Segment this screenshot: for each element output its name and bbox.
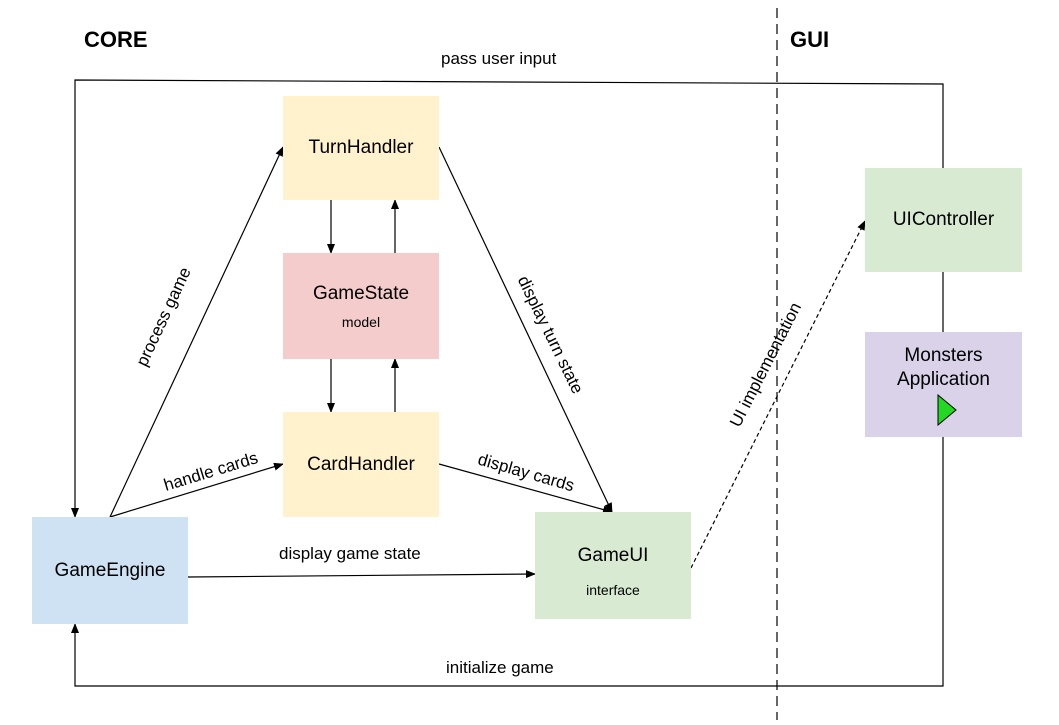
node-card-handler-label: CardHandler <box>307 453 415 475</box>
node-game-state-sublabel: model <box>341 314 381 330</box>
node-game-state-label: GameState <box>312 283 410 304</box>
section-core: CORE <box>84 27 148 52</box>
node-game-state: GameState model <box>283 253 439 359</box>
node-game-ui: GameUI interface <box>535 512 691 619</box>
play-icon <box>937 394 957 426</box>
node-monsters-application-label: Monsters Application <box>897 345 990 390</box>
edge-initialize-game <box>71 437 944 687</box>
edge-process-game <box>109 146 284 518</box>
node-turn-handler: TurnHandler <box>283 96 439 200</box>
section-gui: GUI <box>790 27 830 52</box>
node-game-ui-sublabel: interface <box>586 581 640 598</box>
node-ui-controller: UIController <box>865 168 1022 272</box>
edge-handle-cards <box>109 462 284 518</box>
edge-label-pass-user-input: pass user input <box>441 49 557 68</box>
edge-label-display-game-state: display game state <box>279 544 421 563</box>
node-game-engine-label: GameEngine <box>54 559 166 581</box>
node-monsters-application: Monsters Application <box>865 332 1022 437</box>
node-game-engine: GameEngine <box>32 517 188 624</box>
edge-display-turn-state <box>438 146 613 513</box>
node-ui-controller-label: UIController <box>892 209 995 230</box>
node-card-handler: CardHandler <box>283 412 439 517</box>
edge-pass-user-input <box>71 79 944 518</box>
node-turn-handler-label: TurnHandler <box>308 137 414 158</box>
edge-ui-implementation <box>690 220 866 569</box>
edge-display-cards <box>438 463 613 514</box>
node-game-ui-label: GameUI <box>577 544 649 566</box>
edge-label-initialize-game: initialize game <box>446 658 554 677</box>
edge-display-game-state <box>187 570 536 579</box>
